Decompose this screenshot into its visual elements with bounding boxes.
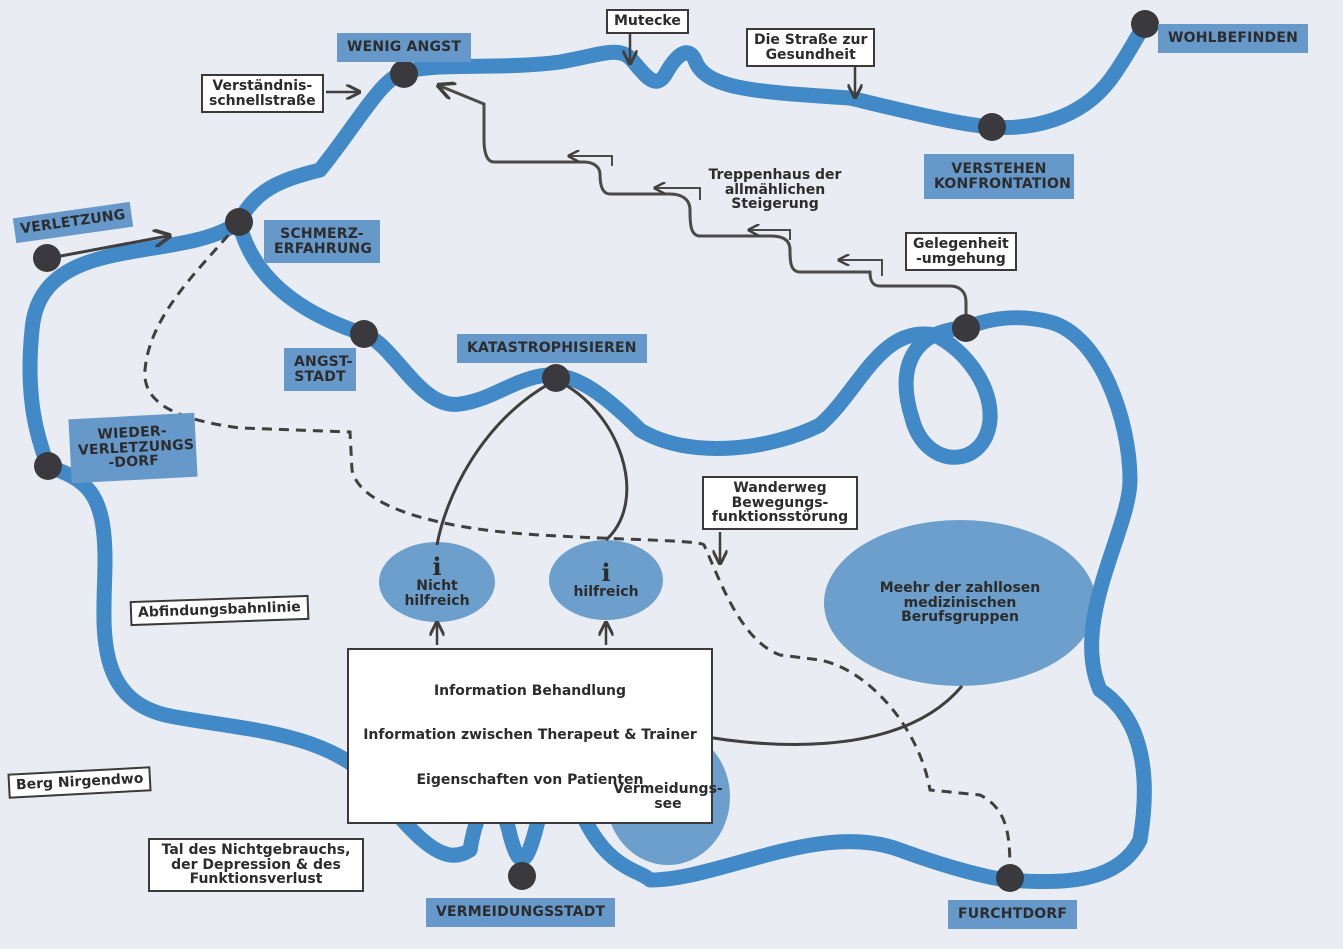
label-furchtdorf: FURCHTDORF: [948, 900, 1078, 929]
stair-mini-4: [840, 260, 883, 276]
text-treppenhaus: Treppenhaus der allmählichen Steigerung: [700, 168, 850, 212]
bubble-hilfreich-text: i hilfreich: [549, 540, 663, 620]
staircase-path: [440, 86, 968, 328]
dashed-trail: [143, 221, 1012, 879]
dot-wieder: [34, 452, 62, 480]
sign-verstaendnis: Verständnis- schnellstraße: [201, 74, 324, 114]
bubble-hilfreich: [549, 540, 663, 620]
info-icon: i: [601, 557, 611, 587]
text-line: Steigerung: [731, 196, 819, 213]
label-vermeidungsstadt: VERMEIDUNGSSTADT: [426, 898, 616, 927]
label-wohlbefinden: WOHLBEFINDEN: [1158, 24, 1309, 53]
stair-mini-1: [570, 156, 613, 166]
dot-schmerz: [225, 208, 253, 236]
lake-line: Meehr der zahllosen: [879, 579, 1041, 596]
dot-verletzung: [33, 244, 61, 272]
label-angst-stadt: ANGST- STADT: [284, 348, 356, 392]
bubble-line: Nicht: [416, 578, 458, 595]
text-line: Treppenhaus der: [708, 167, 842, 183]
sign-wanderweg: Wanderweg Bewegungs- funktionsstörung: [702, 476, 858, 531]
sign-line: schnellstraße: [209, 92, 316, 109]
sign-line: Funktionsverlust: [189, 871, 323, 888]
dot-wenig-angst: [390, 60, 418, 88]
label-verstehen-konfrontation: VERSTEHEN KONFRONTATION: [924, 154, 1074, 200]
lake-line: see: [654, 796, 682, 812]
sign-line: Bewegungs-: [731, 494, 829, 511]
info-icon: i: [432, 552, 442, 582]
label-wiederverletzungsdorf: WIEDER- VERLETZUNGS -DORF: [68, 412, 198, 484]
dot-gelegenheit: [952, 314, 980, 342]
label-line: STADT: [294, 368, 346, 385]
sign-line: Verständnis-: [212, 78, 313, 94]
dot-wohlbefinden: [1131, 10, 1159, 38]
bubble-nicht-hilfreich: [379, 542, 495, 622]
lake-meehr-text: Meehr der zahllosen medizinischen Berufs…: [824, 520, 1096, 686]
lake-line: Berufsgruppen: [901, 609, 1019, 626]
sign-tal: Tal des Nichtgebrauchs, der Depression &…: [148, 838, 364, 893]
bubble-line: hilfreich: [404, 593, 470, 609]
curve-hilfreich: [555, 378, 629, 542]
dot-vermeidungsstadt: [508, 862, 536, 890]
sign-line: funktionsstörung: [711, 509, 849, 526]
info-box-line: Information zwischen Therapeut & Trainer: [363, 727, 697, 744]
dot-verstehen: [978, 113, 1006, 141]
sign-line: Gesundheit: [765, 46, 856, 63]
label-line: KONFRONTATION: [934, 175, 1071, 192]
sign-line: Tal des Nichtgebrauchs,: [161, 842, 351, 858]
arrow-verletzung: [49, 236, 168, 260]
sign-line: Gelegenheit: [913, 236, 1009, 252]
label-line: ANGST-: [294, 354, 353, 370]
label-line: SCHMERZ-: [280, 226, 364, 242]
info-box-information-behandlung: Information Behandlung Information zwisc…: [347, 648, 713, 824]
label-schmerz-erfahrung: SCHMERZ- ERFAHRUNG: [264, 220, 380, 264]
curve-meehr-to-see: [669, 685, 964, 746]
info-box-line: Eigenschaften von Patienten: [416, 771, 644, 788]
sign-gelegenheitsumgehung: Gelegenheit -umgehung: [905, 232, 1017, 272]
sign-line: der Depression & des: [171, 856, 341, 873]
label-line: ERFAHRUNG: [274, 240, 373, 257]
curve-nicht-hilfreich: [435, 378, 557, 546]
sign-strasse-gesundheit: Die Straße zur Gesundheit: [746, 28, 876, 68]
info-box-line: Information Behandlung: [433, 683, 627, 700]
stair-mini-3: [750, 230, 791, 240]
label-wenig-angst: WENIG ANGST: [337, 33, 472, 62]
lake-line: Vermeidungs-: [613, 781, 723, 798]
main-road: [22, 214, 1152, 890]
dot-katastrophisieren: [542, 364, 570, 392]
dot-angst-stadt: [350, 320, 378, 348]
lake-meehr: [824, 520, 1096, 686]
label-katastrophisieren: KATASTROPHISIEREN: [457, 334, 647, 363]
dot-furchtdorf: [996, 864, 1024, 892]
bubble-line: hilfreich: [573, 583, 639, 600]
lake-line: medizinischen: [903, 594, 1017, 611]
upper-road: [231, 16, 1153, 230]
sign-mutecke: Mutecke: [606, 9, 689, 34]
label-line: VERSTEHEN: [951, 161, 1047, 177]
sign-line: Wanderweg: [733, 480, 827, 496]
sign-line: -umgehung: [915, 250, 1006, 267]
sign-line: Die Straße zur: [754, 32, 868, 48]
stair-mini-2: [656, 188, 701, 200]
lake-vermeidungssee-text: Vermeidungs- see: [606, 729, 730, 865]
bubble-nicht-hilfreich-text: i Nicht hilfreich: [379, 542, 495, 622]
text-line: allmählichen: [724, 181, 826, 198]
